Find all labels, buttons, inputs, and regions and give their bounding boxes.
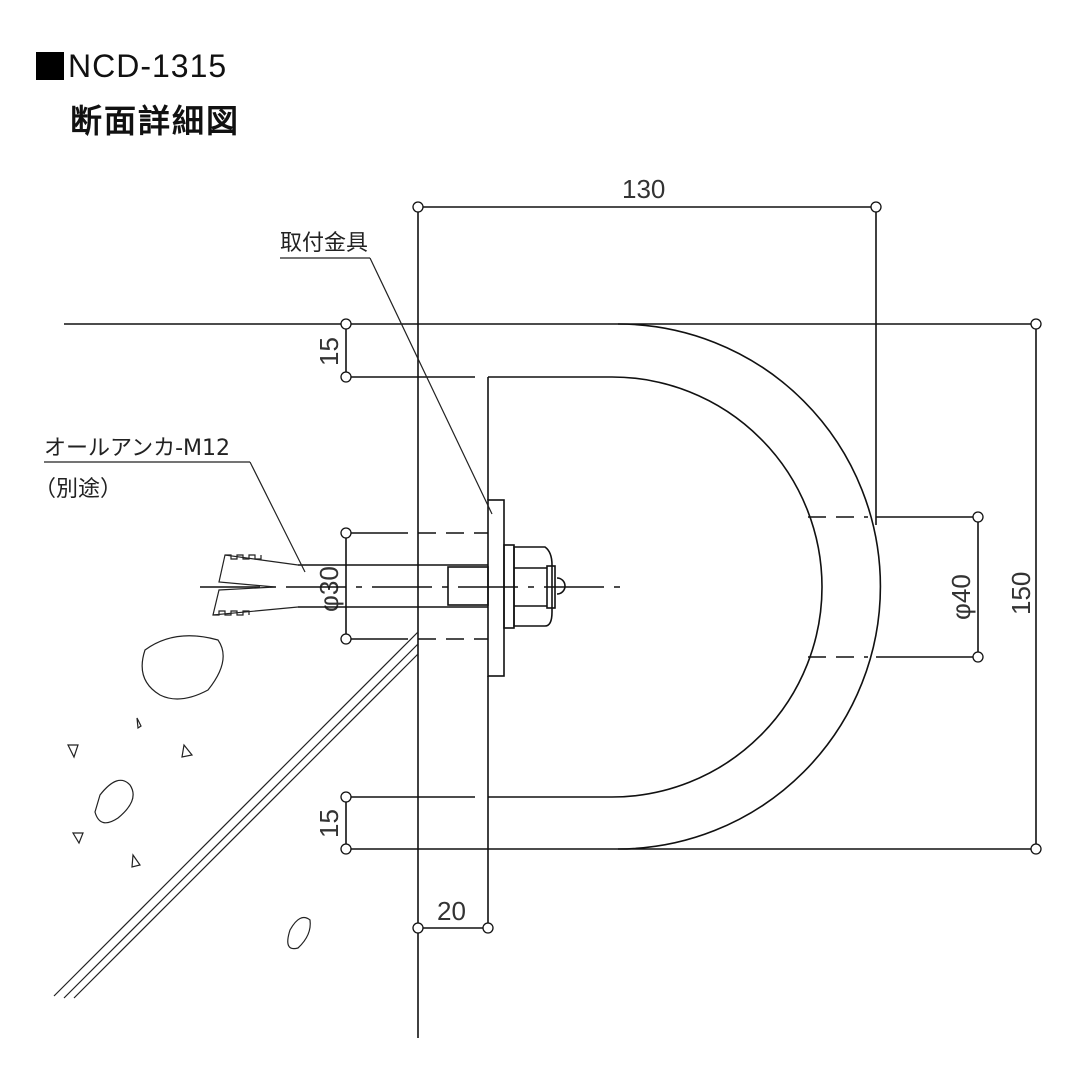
dim-20-label: 20 [437, 896, 466, 926]
break-line-1 [53, 631, 419, 997]
handrail-inner-arc [611, 376, 823, 798]
bracket-label: 取付金具 [280, 231, 368, 256]
bracket-leader [369, 257, 493, 515]
title-block: NCD-1315 断面詳細図 [36, 44, 240, 142]
dim-phi40-label: φ40 [946, 574, 976, 620]
anchor-leader [249, 461, 306, 573]
square-bullet-icon [36, 52, 64, 80]
product-code: NCD-1315 [68, 47, 228, 84]
anchor-wedge [212, 554, 299, 616]
title-line: NCD-1315 [36, 44, 240, 88]
hex-nut [513, 546, 553, 627]
dim-15-top-label: 15 [314, 337, 344, 366]
handrail-outer-arc [617, 323, 882, 850]
anchor-note: （別途） [34, 477, 122, 502]
mounting-plate [487, 499, 505, 677]
dim-15-bottom-label: 15 [314, 809, 344, 838]
aggregate-stone [141, 635, 224, 700]
dim-150-label: 150 [1006, 572, 1036, 615]
anchor-label: オールアンカ-M12 [44, 436, 230, 461]
dim-phi30-label: φ30 [314, 566, 344, 612]
dim-130-label: 130 [622, 174, 665, 204]
drawing-title: 断面詳細図 [70, 102, 241, 140]
